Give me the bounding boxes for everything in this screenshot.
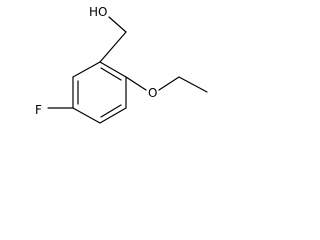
ether-oxygen-label: O xyxy=(148,86,157,100)
ring-bond-c6-c1 xyxy=(72,61,101,78)
bond-ch2-to-oh xyxy=(108,16,127,33)
hydroxyl-label: HO xyxy=(89,5,107,19)
ring-bond-c1-c2 xyxy=(99,61,127,78)
ring-bond-c3-c4 xyxy=(99,107,127,124)
ring-double-bond-c3-c4 xyxy=(100,104,122,118)
bond-ch2-to-ch3 xyxy=(178,76,208,93)
bond-ring-to-ch2 xyxy=(99,31,127,63)
bond-ring-to-ether-oxygen xyxy=(125,76,147,91)
chemical-structure-diagram: HO F O xyxy=(35,5,208,124)
ring-bond-c4-c5 xyxy=(72,107,101,124)
fluorine-label: F xyxy=(35,103,42,117)
bond-oxygen-to-ch2 xyxy=(158,76,180,91)
ring-double-bond-c1-c2 xyxy=(100,67,122,81)
